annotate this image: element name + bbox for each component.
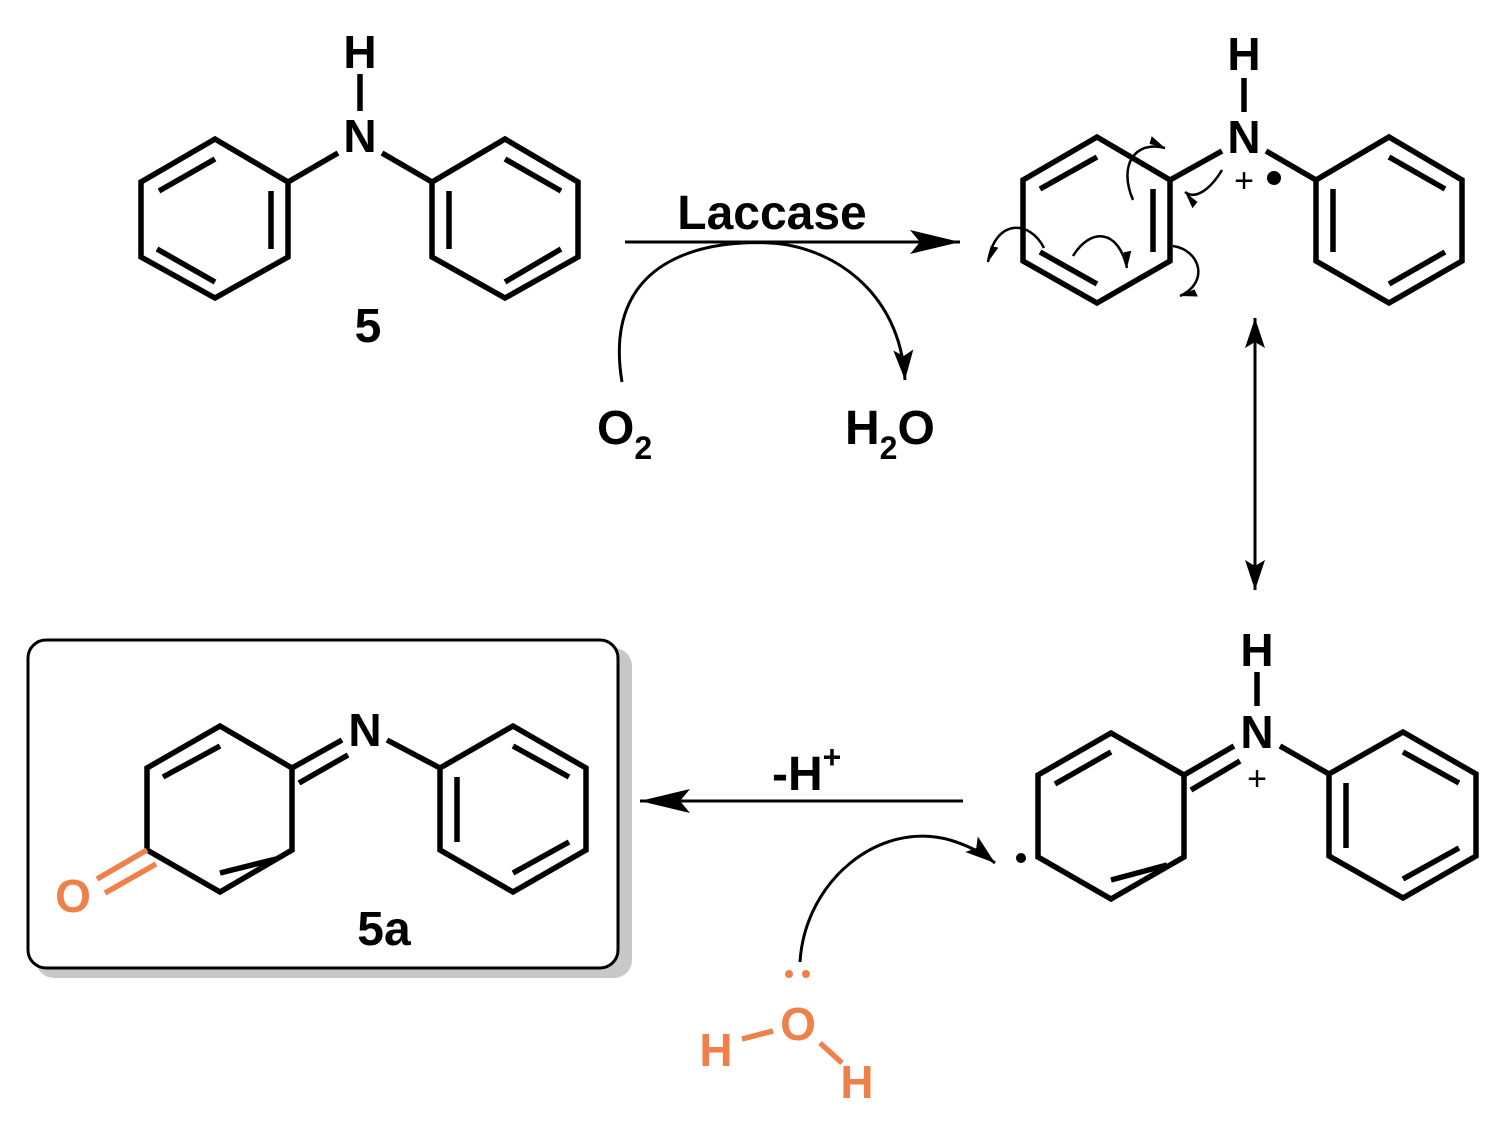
- rc1-left-ring: [1020, 133, 1173, 307]
- lone-pair-dot-right: [802, 970, 810, 978]
- deprotonation-step: -H+ O H H: [640, 739, 996, 1108]
- reactant-left-ring: [138, 135, 291, 302]
- rc1-n-bond-left: [1168, 148, 1224, 183]
- water-oh-bond-left: [741, 1028, 774, 1042]
- reactant-n-atom: N: [343, 110, 376, 162]
- reactant-n-bond-left: [286, 150, 340, 185]
- rc1-right-ring-double-bonds: [1330, 154, 1447, 287]
- rc2-radical-dot: [1016, 853, 1026, 863]
- h2o-label: H2O: [845, 402, 935, 466]
- water-h-right: H: [840, 1056, 873, 1108]
- product-cn-double-bond: [290, 737, 350, 786]
- lone-pair-dot-left: [785, 970, 793, 978]
- reactant-label: 5: [355, 300, 382, 353]
- rc2-left-ring: [1035, 729, 1187, 903]
- product-n-atom: N: [348, 704, 381, 756]
- water-h-left: H: [699, 1024, 732, 1076]
- rc2-plus-charge: +: [1247, 760, 1267, 798]
- product-quinone-imine: N O 5a: [55, 704, 589, 956]
- rc2-left-ring-double-bonds: [1053, 749, 1168, 883]
- rc1-n-atom: N: [1227, 111, 1260, 163]
- product-box: [26, 638, 632, 978]
- rc2-n-double-bond: [1182, 743, 1242, 793]
- product-phenyl-ring: [437, 722, 589, 896]
- rc1-n-bond-right: [1264, 148, 1318, 183]
- curly-arrow-ipso: [1126, 136, 1166, 201]
- product-o-atom: O: [55, 870, 91, 922]
- reactant-right-ring: [429, 135, 581, 302]
- water-oh-bond-right: [818, 1040, 844, 1066]
- rc2-n-bond-right: [1278, 743, 1331, 777]
- product-n-bond-right: [385, 737, 442, 771]
- product-phenyl-ring-double-bonds: [454, 743, 571, 876]
- rc2-right-ring-double-bonds: [1343, 749, 1461, 882]
- radical-cation-2: N H +: [1016, 624, 1479, 903]
- curly-arrow-left: [986, 226, 1046, 263]
- reactant-h-atom: H: [343, 26, 376, 78]
- radical-cation-1: N H +: [986, 28, 1465, 307]
- reactant-diphenylamine: N H 5: [138, 26, 581, 353]
- water-o-atom: O: [780, 998, 816, 1050]
- curly-arrow-n: [1184, 169, 1224, 209]
- reactant-left-ring-double-bonds: [155, 156, 274, 285]
- rc2-n-atom: N: [1240, 706, 1273, 758]
- rc1-plus-charge: +: [1234, 162, 1254, 200]
- rc2-h-atom: H: [1240, 624, 1273, 676]
- laccase-oxidation-step: Laccase O2 H2O: [597, 187, 960, 466]
- product-co-double-bond: [95, 847, 158, 896]
- o2-label: O2: [597, 402, 652, 466]
- rc1-radical-dot: [1267, 171, 1281, 185]
- curly-arrow-ring: [1071, 235, 1132, 269]
- enzyme-label: Laccase: [677, 187, 867, 240]
- rc1-left-ring-double-bonds: [1038, 154, 1156, 287]
- reactant-n-bond-right: [380, 150, 434, 185]
- rc2-right-ring: [1326, 728, 1479, 902]
- curly-arrow-para: [1172, 244, 1200, 298]
- water-attack-curved-arrow: [798, 834, 996, 963]
- reactant-right-ring-double-bonds: [446, 156, 563, 285]
- product-box-frame: [26, 638, 620, 970]
- product-quinoid-ring-double-bonds: [161, 743, 277, 876]
- o2-to-h2o-curved-arrow: [618, 241, 914, 383]
- minus-h-plus-label: -H+: [772, 739, 841, 801]
- rc1-right-ring: [1313, 133, 1465, 307]
- rc1-h-atom: H: [1227, 28, 1260, 80]
- product-label: 5a: [357, 903, 411, 956]
